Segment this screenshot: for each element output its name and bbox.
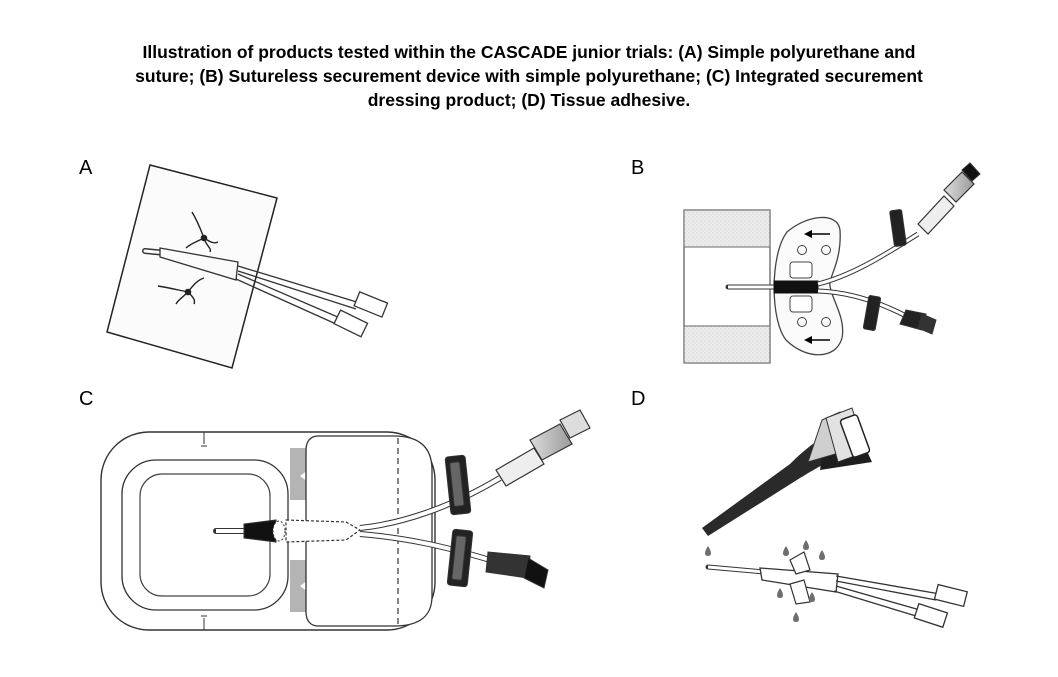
caption-line-1: Illustration of products tested within t… xyxy=(142,42,916,62)
suture-knots xyxy=(157,211,219,305)
clamp-c-upper xyxy=(444,454,472,516)
clamp-c-lower xyxy=(446,528,474,588)
panel-label-c: C xyxy=(79,388,94,410)
adhesive-drops xyxy=(705,540,825,622)
connector-lower xyxy=(899,309,937,335)
clamp-upper xyxy=(889,209,907,247)
panel-label-b: B xyxy=(631,157,645,179)
connector-upper xyxy=(917,162,981,235)
caption-line-2: suture; (B) Sutureless securement device… xyxy=(135,66,923,86)
catheter-a xyxy=(142,247,389,338)
caption-line-3: dressing product; (D) Tissue adhesive. xyxy=(367,90,691,110)
figure-caption: Illustration of products tested within t… xyxy=(20,40,1038,112)
panel-d-illustration xyxy=(702,407,969,629)
catheter-d xyxy=(705,551,969,629)
panel-label-d: D xyxy=(631,388,646,410)
catheter-a-cap-2 xyxy=(333,309,369,338)
panel-a-illustration xyxy=(106,164,389,369)
connector-c-upper xyxy=(495,409,591,487)
catheter-c xyxy=(213,409,591,589)
catheter-b xyxy=(725,162,981,335)
catheter-a-cap-1 xyxy=(353,291,389,318)
adhesive-tube xyxy=(702,407,872,536)
panel-c-illustration xyxy=(100,409,591,631)
panel-label-a: A xyxy=(79,157,93,179)
connector-c-lower xyxy=(485,551,549,589)
clamp-lower xyxy=(862,295,882,331)
panel-b-illustration xyxy=(683,162,981,364)
